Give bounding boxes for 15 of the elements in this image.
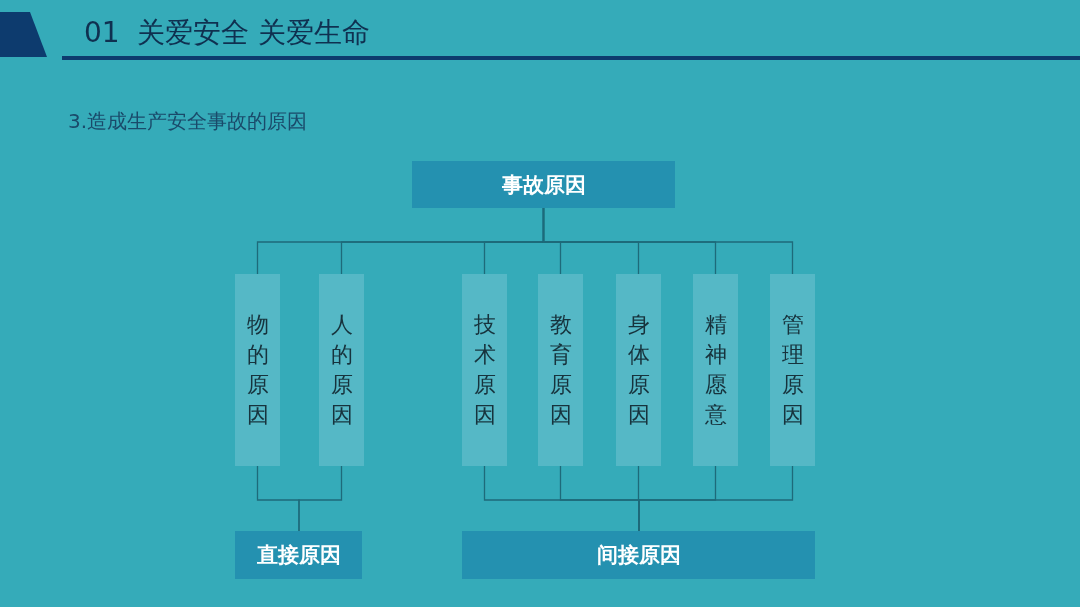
cause-box: 教育原因	[538, 274, 583, 466]
connector-line	[638, 465, 794, 532]
cause-box: 身体原因	[616, 274, 661, 466]
connector-line	[298, 465, 343, 532]
cause-box: 精神愿意	[693, 274, 738, 466]
category-box: 间接原因	[462, 531, 815, 579]
cause-box: 物的原因	[235, 274, 280, 466]
cause-box: 人的原因	[319, 274, 364, 466]
cause-box: 技术原因	[462, 274, 507, 466]
connector-line	[542, 207, 794, 275]
section-heading: 3.造成生产安全事故的原因	[68, 108, 308, 135]
slide-title: 01 关爱安全 关爱生命	[84, 15, 371, 51]
category-box: 直接原因	[235, 531, 362, 579]
category-box: 事故原因	[412, 161, 675, 208]
cause-box: 管理原因	[770, 274, 815, 466]
